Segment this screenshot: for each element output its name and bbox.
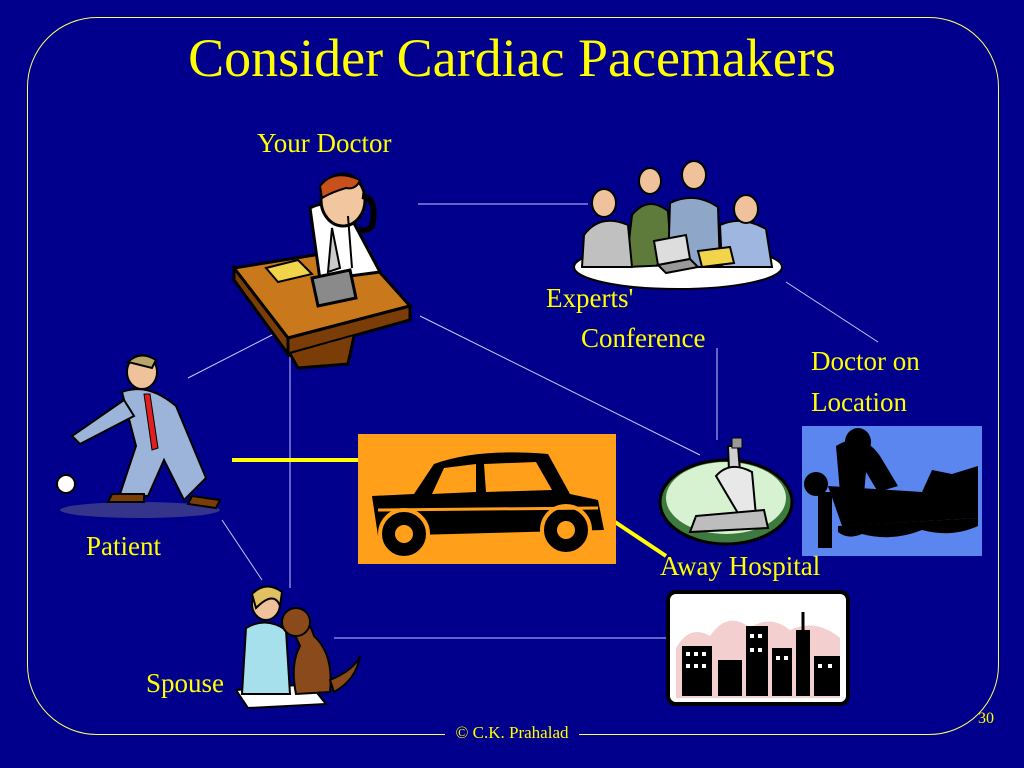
label-doctor-on-location-line1: Doctor on [811, 346, 920, 376]
label-patient: Patient [86, 531, 161, 561]
doctor-treating-patient-illustration [802, 426, 982, 556]
copyright-text: © C.K. Prahalad [445, 723, 579, 742]
connector-experts-location [785, 281, 879, 343]
connector-doctor-patient [187, 333, 275, 379]
connector-patient-spouse [221, 519, 263, 581]
doctor-on-phone-illustration [231, 172, 413, 370]
footer: © C.K. Prahalad [0, 723, 1024, 743]
experts-meeting-illustration [573, 160, 783, 290]
label-experts-line1: Experts' [546, 283, 634, 313]
connector-doctor-hospital [419, 315, 701, 456]
page-number: 30 [978, 710, 994, 727]
label-doctor-on-location-line2: Location [811, 387, 907, 417]
connector-car-hospital [610, 518, 668, 558]
label-spouse: Spouse [146, 668, 225, 698]
car-illustration [358, 434, 616, 564]
spouse-with-dog-illustration [234, 585, 361, 710]
label-your-doctor: Your Doctor [257, 128, 392, 158]
patient-bowling-illustration [56, 354, 222, 518]
label-away-hospital: Away Hospital [660, 551, 821, 581]
slide-title: Consider Cardiac Pacemakers [188, 28, 836, 88]
label-experts-line2: Conference [581, 323, 706, 353]
microscope-illustration [658, 437, 794, 546]
city-skyline-illustration [666, 590, 850, 706]
